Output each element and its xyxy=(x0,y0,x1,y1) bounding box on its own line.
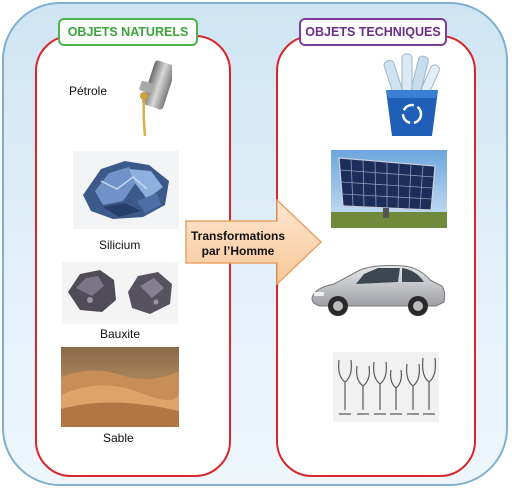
wine-glasses-icon xyxy=(333,352,439,422)
natural-objects-title: OBJETS NATURELS xyxy=(58,18,198,46)
solar-panel-icon xyxy=(331,150,447,228)
technical-objects-title: OBJETS TECHNIQUES xyxy=(299,18,447,46)
bauxite-rock-icon xyxy=(62,262,178,324)
petrole-label: Pétrole xyxy=(69,84,108,98)
silicon-crystal-icon xyxy=(73,151,179,229)
plastic-bottles-recycling-bin-icon xyxy=(382,52,442,138)
oil-can-icon xyxy=(134,60,172,138)
transformation-line-1: Transformations xyxy=(190,229,286,243)
car-icon xyxy=(308,262,448,318)
transformation-arrow xyxy=(185,198,323,286)
silicium-label: Silicium xyxy=(99,238,141,252)
sable-label: Sable xyxy=(103,431,134,445)
transformation-line-2: par l’Homme xyxy=(201,244,275,258)
transformation-label: Transformations par l’Homme xyxy=(188,229,288,259)
technical-objects-panel xyxy=(276,35,476,477)
bauxite-label: Bauxite xyxy=(100,327,141,341)
sand-dunes-icon xyxy=(61,347,179,427)
